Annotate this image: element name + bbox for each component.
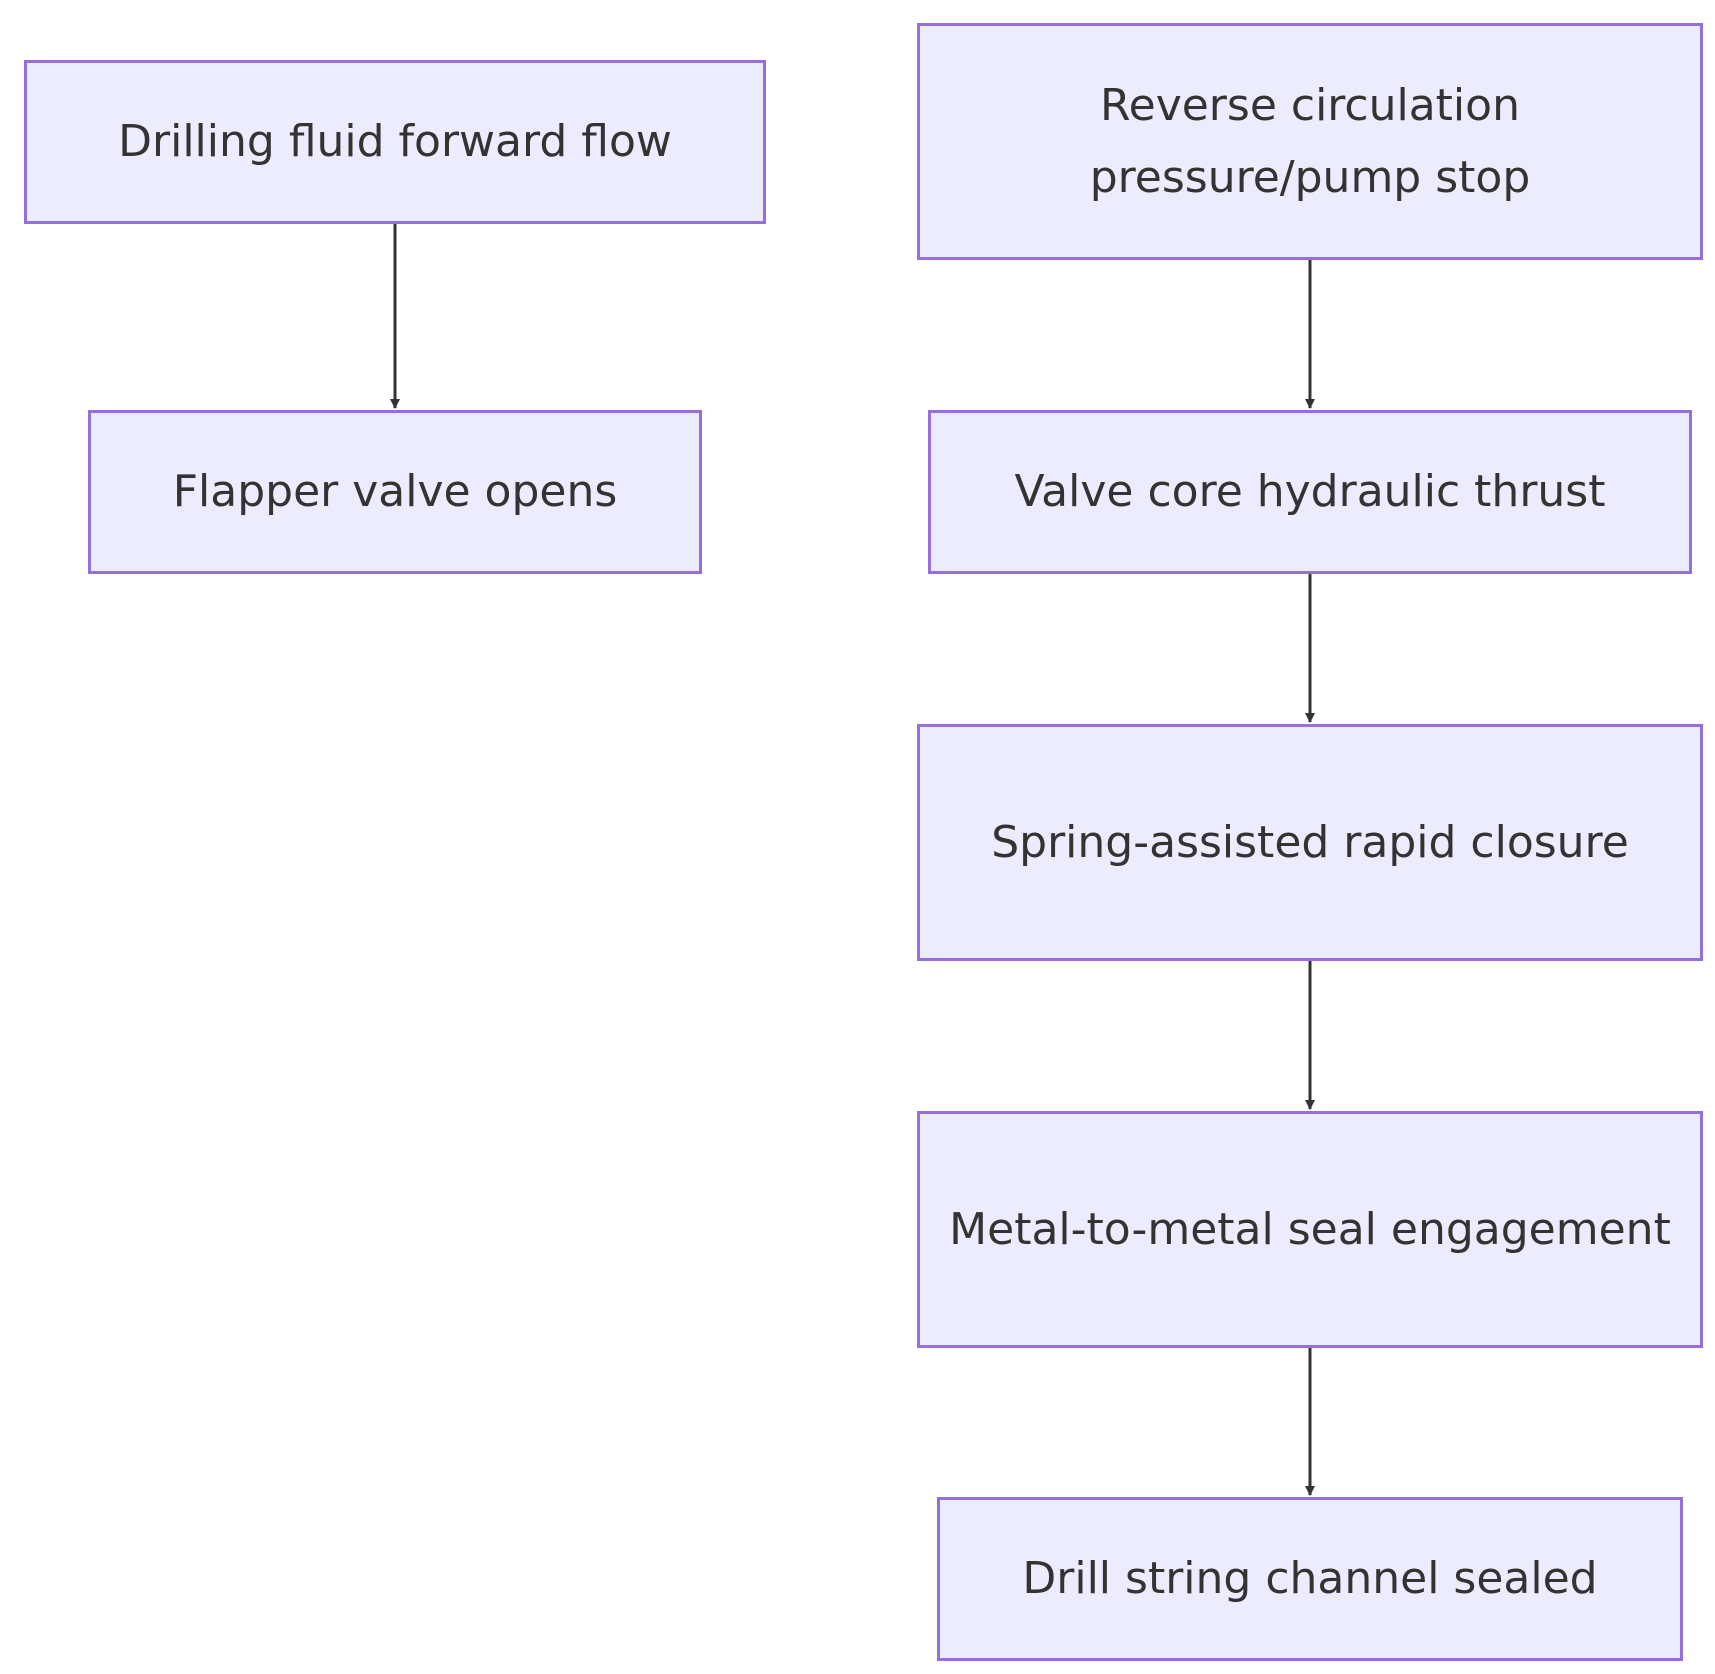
node-drill-string-channel-sealed: Drill string channel sealed [937, 1497, 1683, 1661]
node-label: Metal-to-metal seal engagement [949, 1203, 1671, 1255]
node-label: Spring-assisted rapid closure [991, 816, 1629, 868]
node-label: Reverse circulation pressure/pump stop [1089, 79, 1531, 203]
node-drilling-fluid-forward-flow: Drilling fluid forward flow [24, 60, 766, 224]
node-flapper-valve-opens: Flapper valve opens [88, 410, 702, 574]
node-valve-core-hydraulic-thrust: Valve core hydraulic thrust [928, 410, 1692, 574]
node-label: Drill string channel sealed [1022, 1553, 1598, 1604]
node-reverse-circulation-pressure: Reverse circulation pressure/pump stop [917, 23, 1703, 260]
node-spring-assisted-rapid-closure: Spring-assisted rapid closure [917, 724, 1703, 961]
node-metal-to-metal-seal-engagement: Metal-to-metal seal engagement [917, 1111, 1703, 1348]
node-label: Valve core hydraulic thrust [1014, 466, 1606, 517]
node-label: Drilling fluid forward flow [118, 116, 672, 167]
node-label: Flapper valve opens [172, 466, 618, 517]
